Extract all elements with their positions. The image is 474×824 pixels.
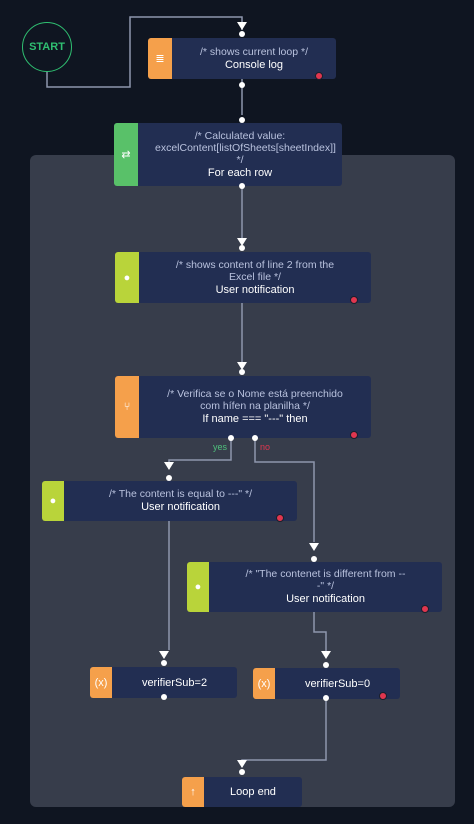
input-port[interactable]	[166, 475, 172, 481]
wire-start-to-console	[46, 16, 243, 88]
node-comment: /* Calculated value: excelContent[listOf…	[155, 129, 336, 166]
if-condition-node[interactable]: ⑂ /* Verifica se o Nome está preenchido …	[115, 376, 371, 439]
error-port[interactable]	[350, 431, 358, 439]
node-comment: /* The content is equal to ---" */	[108, 488, 253, 500]
node-label: User notification	[215, 283, 295, 296]
input-port[interactable]	[323, 662, 329, 668]
node-label: For each row	[207, 166, 273, 179]
input-port[interactable]	[239, 245, 245, 251]
no-output-port[interactable]	[252, 435, 258, 441]
error-port[interactable]	[379, 692, 387, 700]
wire-diff-to-set0	[313, 612, 327, 657]
chat-bubble-icon: ●	[115, 252, 139, 303]
input-port[interactable]	[239, 369, 245, 375]
notification-line2-node[interactable]: ● /* shows content of line 2 from the Ex…	[115, 252, 371, 304]
no-branch-label: no	[260, 442, 271, 452]
node-label: verifierSub=2	[141, 676, 208, 689]
node-label: If name === "---" then	[202, 413, 308, 425]
chat-bubble-icon: ●	[187, 562, 209, 612]
node-label: Loop end	[230, 786, 276, 798]
set-verifier-2-node[interactable]: (x) verifierSub=2	[90, 667, 237, 698]
output-port[interactable]	[161, 694, 167, 700]
input-port[interactable]	[161, 660, 167, 666]
loop-end-node[interactable]: ↑ Loop end	[182, 777, 302, 807]
set-verifier-0-node[interactable]: (x) verifierSub=0	[253, 668, 400, 700]
notification-equal-node[interactable]: ● /* The content is equal to ---" */ Use…	[42, 481, 297, 522]
error-port[interactable]	[276, 514, 284, 522]
yes-branch-label: yes	[213, 442, 228, 452]
node-comment: /* "The contenet is different from ---" …	[245, 568, 406, 592]
loop-arrows-icon: ⇄	[114, 123, 138, 186]
input-port[interactable]	[239, 117, 245, 123]
node-comment: /* Verifica se o Nome está preenchido co…	[167, 388, 343, 412]
variable-x-icon: (x)	[90, 667, 112, 698]
arrow-up-icon: ↑	[182, 777, 204, 807]
wire-no-branch	[254, 438, 315, 542]
output-port[interactable]	[239, 82, 245, 88]
node-label: verifierSub=0	[304, 677, 371, 690]
branch-icon: ⑂	[115, 376, 139, 438]
entry-arrow-icon	[309, 543, 319, 551]
output-port[interactable]	[323, 695, 329, 701]
wire-set0-to-end	[241, 699, 327, 767]
variable-x-icon: (x)	[253, 668, 275, 699]
yes-output-port[interactable]	[228, 435, 234, 441]
error-port[interactable]	[421, 605, 429, 613]
entry-arrow-icon	[237, 22, 247, 30]
output-port[interactable]	[239, 183, 245, 189]
entry-arrow-icon	[237, 362, 247, 370]
input-port[interactable]	[239, 31, 245, 37]
node-label: User notification	[141, 501, 220, 513]
error-port[interactable]	[350, 296, 358, 304]
start-node[interactable]: START	[22, 22, 72, 72]
entry-arrow-icon	[159, 651, 169, 659]
console-log-node[interactable]: ≣ /* shows current loop */ Console log	[148, 38, 336, 80]
entry-arrow-icon	[237, 238, 247, 246]
error-port[interactable]	[315, 72, 323, 80]
notification-different-node[interactable]: ● /* "The contenet is different from ---…	[187, 562, 442, 613]
node-label: User notification	[286, 593, 365, 605]
entry-arrow-icon	[237, 760, 247, 768]
node-label: Console log	[224, 58, 284, 71]
chat-bubble-icon: ●	[42, 481, 64, 521]
entry-arrow-icon	[164, 462, 174, 470]
input-port[interactable]	[239, 769, 245, 775]
node-comment: /* shows content of line 2 from the Exce…	[175, 258, 335, 283]
document-lines-icon: ≣	[148, 38, 172, 79]
for-each-node[interactable]: ⇄ /* Calculated value: excelContent[list…	[114, 123, 342, 186]
input-port[interactable]	[311, 556, 317, 562]
entry-arrow-icon	[321, 651, 331, 659]
node-comment: /* shows current loop */	[200, 45, 308, 58]
